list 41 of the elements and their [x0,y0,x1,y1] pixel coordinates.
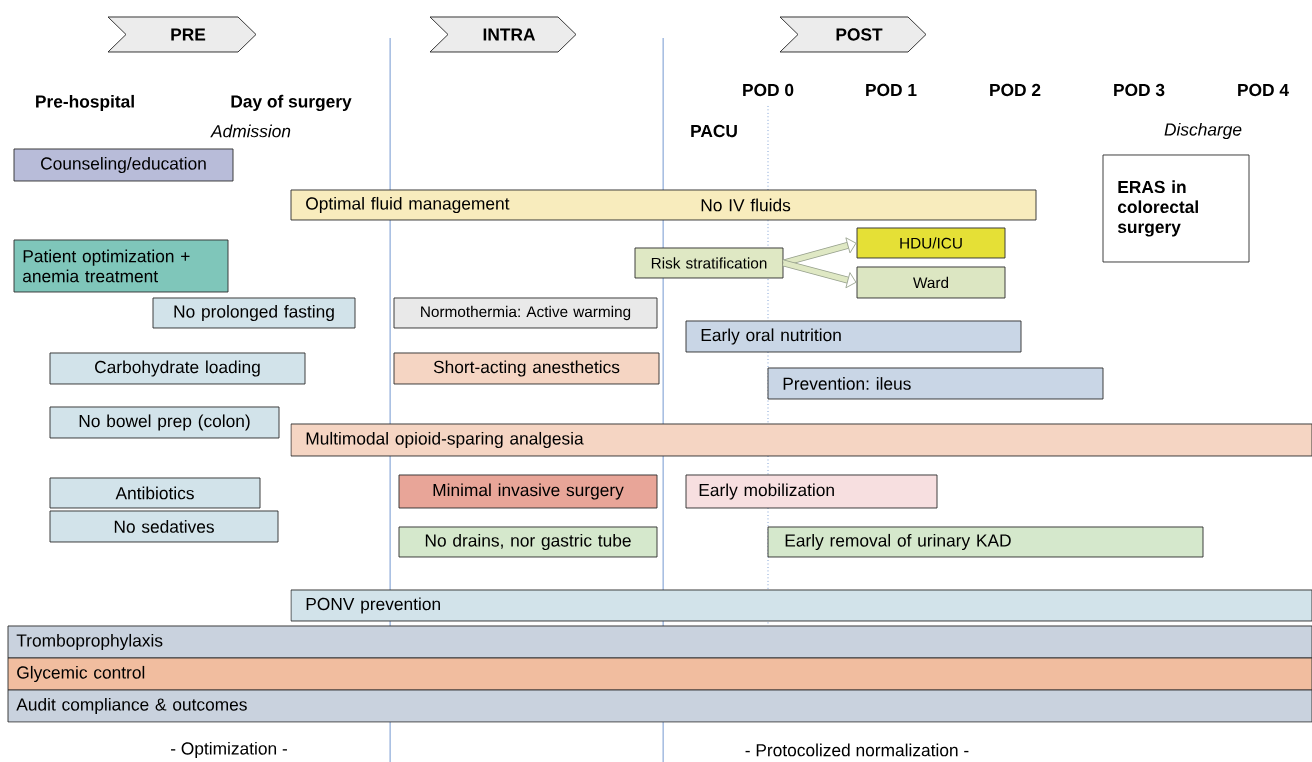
element-bar: HDU/ICU [856,227,1006,259]
element-bar: Short-acting anesthetics [393,352,660,385]
day-label: Pre-hospital [36,94,134,112]
element-bar: Ward [856,266,1006,299]
phase-chevron: POST [779,16,927,53]
day-label: Day of surgery [231,94,352,112]
phase-chevron: INTRA [429,16,577,53]
element-bar: Early oral nutrition [685,320,1022,353]
element-bar: Patient optimization + anemia treatment [13,239,229,293]
element-bar: Audit compliance & outcomes [7,689,1312,723]
element-bar: Antibiotics [49,477,261,509]
event-label: Admission [210,124,291,138]
element-bar: Glycemic control [7,657,1312,691]
day-label: POD 1 [866,83,917,97]
element-bar: Multimodal opioid-sparing analgesia [290,423,1312,457]
section-label: - Protocolized normalization - [745,743,969,757]
element-bar: Early mobilization [685,474,938,509]
block-arrow [782,259,857,289]
element-bar: No prolonged fasting [152,297,356,329]
element-bar: PONV prevention [290,589,1312,622]
phase-chevron: PRE [107,16,257,53]
element-bar: Carbohydrate loading [49,352,306,385]
day-label: POD 0 [743,83,794,97]
day-label: POD 3 [1114,83,1165,97]
element-bar: Normothermia: Active warming [393,297,658,329]
event-label: Discharge [1164,122,1242,140]
element-bar: Tromboprophylaxis [7,625,1312,659]
day-label: POD 4 [1238,83,1289,97]
day-label: PACU [691,124,737,138]
element-bar: Counseling/education [13,148,234,182]
day-label: POD 2 [990,83,1041,97]
element-bar: No drains, nor gastric tube [398,526,658,558]
element-bar: Early removal of urinary KAD [767,526,1204,558]
element-bar: No sedatives [49,510,279,543]
title-box: ERAS in colorectal surgery [1102,154,1250,263]
element-bar: No bowel prep (colon) [49,406,280,439]
element-bar: Optimal fluid management No IV fluids [290,189,1037,221]
element-bar: Prevention: ileus [767,367,1104,400]
element-bar: Risk stratification [634,247,784,279]
element-bar: Minimal invasive surgery [398,474,658,509]
section-label: - Optimization - [171,741,287,759]
